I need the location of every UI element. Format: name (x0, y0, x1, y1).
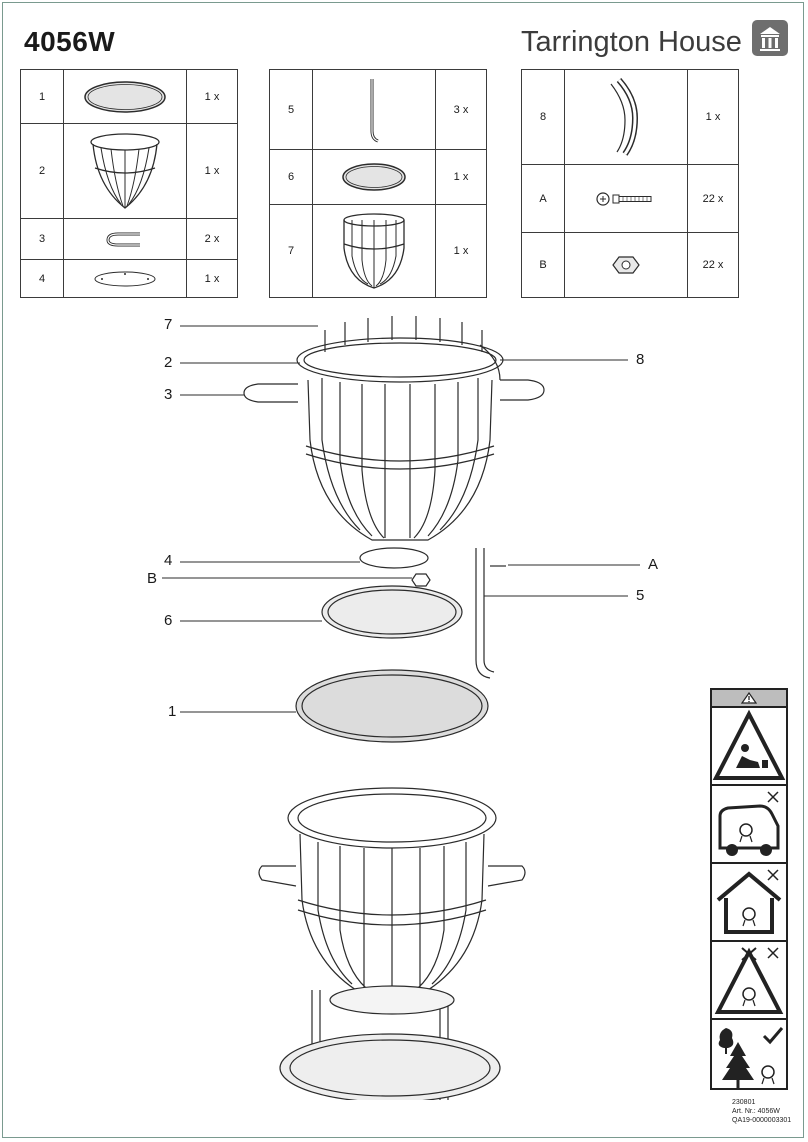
upper-basket-icon (63, 123, 187, 219)
footer-article-number: Art. Nr.: 4056W (732, 1108, 780, 1115)
no-sleeping-near-fire-icon (712, 708, 786, 786)
callout-label: 5 (636, 587, 645, 604)
part-qty: 1 x (435, 204, 487, 298)
handle-icon (63, 218, 187, 260)
part-id: A (521, 164, 565, 233)
part-id: 5 (269, 69, 313, 150)
side-strap-icon (564, 69, 688, 165)
part-id: 4 (20, 259, 64, 298)
parts-row: 8 1 x (521, 69, 739, 165)
callout-label: 3 (164, 386, 173, 403)
nut-icon (564, 232, 688, 298)
parts-row: 1 1 x (20, 69, 238, 124)
part-qty: 1 x (186, 123, 238, 219)
part-id: 7 (269, 204, 313, 298)
exploded-assembly-diagram (0, 300, 700, 1110)
callout-label: 4 (164, 552, 173, 569)
outdoor-use-ok-icon (712, 1020, 786, 1096)
parts-row: B 22 x (521, 232, 739, 298)
callout-label: 7 (164, 316, 173, 333)
part-qty: 22 x (687, 164, 739, 233)
parts-row: 5 3 x (269, 69, 487, 150)
parts-table-3: 8 1 x A 22 x B 22 x (521, 69, 739, 298)
model-number: 4056W (24, 26, 116, 57)
footer-qa-code: QA19-0000003301 (732, 1117, 792, 1124)
warning-triangle-icon (712, 690, 786, 708)
part-qty: 22 x (687, 232, 739, 298)
parts-row: 6 1 x (269, 149, 487, 205)
brand-name: Tarrington House (521, 26, 742, 58)
parts-table-1: 1 1 x 2 1 x 3 2 x 4 1 x (20, 69, 238, 298)
parts-row: 4 1 x (20, 259, 238, 298)
not-indoors-icon (712, 864, 786, 942)
part-id: 2 (20, 123, 64, 219)
part-qty: 1 x (186, 69, 238, 124)
callout-label: A (648, 556, 659, 573)
part-id: B (521, 232, 565, 298)
base-plate-icon (63, 259, 187, 298)
document-footer: 230801 Art. Nr.: 4056W QA19-0000003301 (732, 1098, 791, 1125)
part-qty: 3 x (435, 69, 487, 150)
part-id: 3 (20, 218, 64, 260)
part-id: 6 (269, 149, 313, 205)
lower-basket-icon (312, 204, 436, 298)
not-in-vehicle-icon (712, 786, 786, 864)
part-qty: 1 x (687, 69, 739, 165)
parts-row: A 22 x (521, 164, 739, 233)
parts-table-2: 5 3 x 6 1 x 7 1 x (269, 69, 487, 298)
parts-row: 2 1 x (20, 123, 238, 219)
not-in-tent-icon (712, 942, 786, 1020)
part-id: 1 (20, 69, 64, 124)
parts-row: 7 1 x (269, 204, 487, 298)
round-plate-icon (63, 69, 187, 124)
brand-logo-icon (752, 20, 788, 56)
part-qty: 2 x (186, 218, 238, 260)
parts-row: 3 2 x (20, 218, 238, 260)
callout-label: B (147, 570, 158, 587)
leg-icon (312, 69, 436, 150)
callout-label: 1 (168, 703, 177, 720)
footer-date-code: 230801 (732, 1099, 756, 1106)
safety-warning-panel (710, 688, 788, 1090)
screw-icon (564, 164, 688, 233)
callout-label: 6 (164, 612, 173, 629)
callout-label: 2 (164, 354, 173, 371)
part-qty: 1 x (435, 149, 487, 205)
ash-tray-icon (312, 149, 436, 205)
callout-label: 8 (636, 351, 645, 368)
part-id: 8 (521, 69, 565, 165)
part-qty: 1 x (186, 259, 238, 298)
